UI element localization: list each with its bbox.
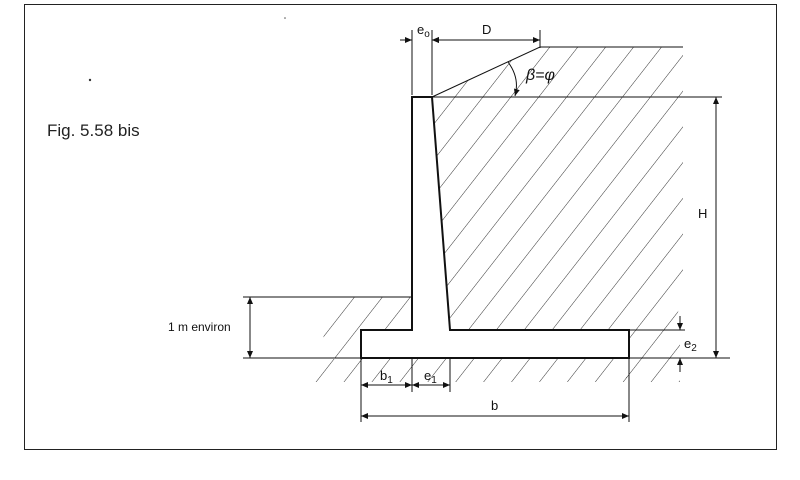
D-label: D bbox=[482, 22, 491, 37]
e0-label: eo bbox=[417, 22, 430, 40]
b1-label: b1 bbox=[380, 368, 393, 386]
beta-phi-label: β=φ bbox=[525, 67, 555, 84]
one-m-label: 1 m environ bbox=[168, 320, 231, 334]
figure-frame bbox=[24, 4, 777, 450]
figure-caption: Fig. 5.58 bis bbox=[47, 121, 140, 140]
heel-soil-hatch bbox=[630, 330, 680, 359]
stray-dot bbox=[284, 17, 286, 19]
stray-dot bbox=[88, 78, 92, 82]
beta-angle-arc bbox=[507, 61, 520, 97]
e1-label: e1 bbox=[424, 368, 437, 386]
H-label: H bbox=[698, 206, 707, 221]
backfill-soil-hatch bbox=[432, 47, 683, 330]
front-soil-hatch bbox=[320, 297, 412, 358]
b-label: b bbox=[491, 398, 498, 413]
foundation-soil-hatch bbox=[315, 359, 680, 382]
e2-label: e2 bbox=[684, 336, 697, 354]
